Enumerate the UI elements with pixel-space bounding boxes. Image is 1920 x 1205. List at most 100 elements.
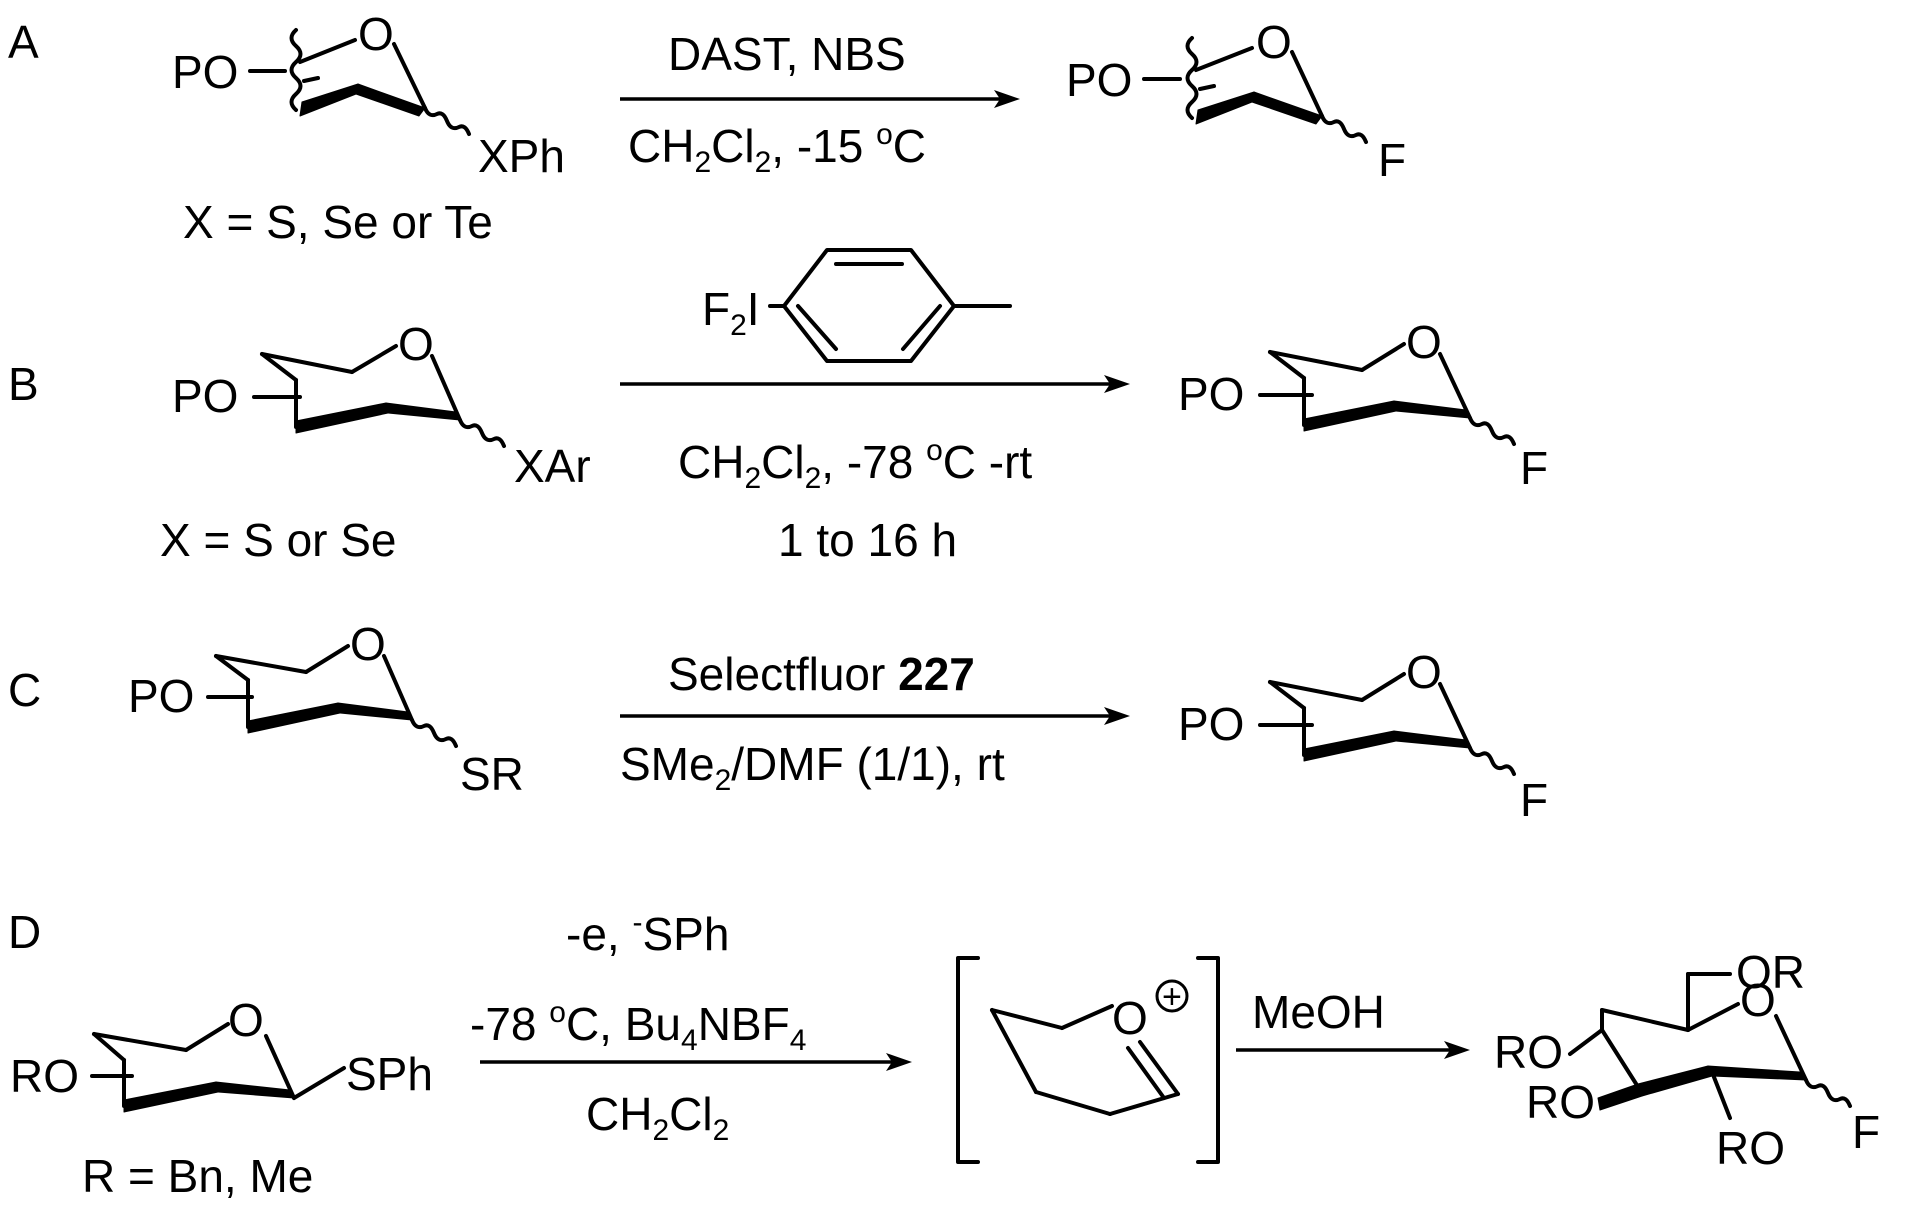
reagent-d-line1: -e, -SPh	[566, 906, 729, 960]
row-label-d: D	[8, 906, 41, 958]
intermediate-bond-o-c1-a	[1138, 1040, 1180, 1096]
substrate-d-wedge-c2	[215, 1081, 295, 1099]
product-d: OR O RO RO RO F	[1494, 946, 1880, 1174]
product-d-or6: OR	[1736, 946, 1805, 998]
substrate-d-wedge-c3	[123, 1081, 219, 1113]
benzene-double-bond-2	[901, 304, 942, 351]
row-a: A PO O XPh X = S, Se or Te DAST, NBS CH2…	[8, 8, 1406, 248]
product-a: PO O F	[1066, 16, 1406, 186]
product-d-bond-o-c1	[1774, 1014, 1808, 1082]
product-b-wavy-bond	[1468, 416, 1516, 446]
arrow-a: DAST, NBS CH2Cl2, -15 oC	[620, 28, 1020, 179]
arrow-d2: MeOH	[1236, 986, 1470, 1059]
product-b: PO O F	[1178, 316, 1548, 494]
substrate-a-note: X = S, Se or Te	[183, 196, 493, 248]
substrate-c-bond-c5-c6	[214, 654, 308, 674]
row-d: D RO O SPh R = Bn, Me -e, -SPh -78 oC, B…	[8, 906, 1880, 1202]
intermediate-bond-c2-c1	[1108, 1092, 1180, 1116]
arrow-b-head	[1104, 375, 1130, 393]
substrate-a-po: PO	[172, 46, 238, 98]
intermediate-bond-c3-c2	[1034, 1090, 1112, 1116]
product-a-wavy-cut	[1185, 36, 1199, 120]
substrate-a: PO O XPh X = S, Se or Te	[172, 8, 565, 248]
substrate-a-bond-c5-o	[298, 38, 357, 64]
product-c-po: PO	[1178, 698, 1244, 750]
product-d-ring-oxygen: O	[1740, 974, 1776, 1026]
reagent-b-f2i: F2I	[702, 283, 760, 342]
substrate-c-bond-c4-c5-a	[214, 654, 250, 682]
product-a-fluorine: F	[1378, 134, 1406, 186]
substrate-a-wavy-bond	[423, 106, 471, 136]
substrate-c-wavy-bond	[410, 718, 458, 748]
reagent-d-line3: CH2Cl2	[586, 1088, 729, 1147]
product-b-ring-oxygen: O	[1406, 316, 1442, 368]
substrate-b-bond-c5-o	[350, 344, 398, 374]
substrate-d-leaving-group: SPh	[346, 1048, 433, 1100]
substrate-d-note: R = Bn, Me	[82, 1150, 313, 1202]
substrate-d-ring-oxygen: O	[228, 994, 264, 1046]
reagent-d-line2: -78 oC, Bu4NBF4	[470, 996, 806, 1057]
arrow-b: F2I CH2Cl2, -78 oC -rt 1 to 16 h	[620, 248, 1130, 566]
reagent-c-line2: SMe2/DMF (1/1), rt	[620, 738, 1005, 797]
intermediate-bond-c4-c3	[990, 1008, 1038, 1094]
product-a-wedge-c3	[1195, 91, 1255, 125]
intermediate-bond-o-c1-b	[1126, 1046, 1166, 1100]
product-c-bond-o-c1	[1438, 682, 1472, 750]
substrate-d-bond-o-c1	[264, 1034, 296, 1100]
product-d-or4: RO	[1494, 1026, 1563, 1078]
product-b-po: PO	[1178, 368, 1244, 420]
substrate-b-wedge-c2	[385, 402, 461, 421]
product-a-bond-c5-o	[1194, 46, 1254, 72]
reagent-a-line1: DAST, NBS	[668, 28, 906, 80]
substrate-b-wedge-c3	[295, 402, 389, 434]
reagent-c-line1: Selectfluor 227	[668, 648, 975, 700]
bracket-right	[1196, 956, 1220, 1164]
substrate-a-bond-o-c1	[392, 42, 427, 110]
substrate-a-leaving-group: XPh	[478, 130, 565, 182]
intermediate-charge-circle	[1155, 979, 1189, 1013]
arrow-c: Selectfluor 227 SMe2/DMF (1/1), rt	[620, 648, 1130, 797]
benzene-double-bond-3	[796, 304, 838, 351]
substrate-a-tick	[302, 76, 320, 83]
arrow-d2-head	[1444, 1041, 1470, 1059]
product-c-ring-oxygen: O	[1406, 646, 1442, 698]
substrate-b: PO O XAr X = S or Se	[160, 318, 591, 566]
product-d-wavy-bond	[1804, 1078, 1852, 1108]
product-d-bond-c4-o	[1568, 1028, 1604, 1056]
product-b-fluorine: F	[1520, 442, 1548, 494]
substrate-a-wavy-cut	[289, 28, 303, 112]
intermediate-ring-oxygen: O	[1112, 992, 1148, 1044]
product-c-wavy-bond	[1468, 746, 1516, 776]
substrate-b-wavy-bond	[458, 418, 506, 448]
product-c-bond-c5-c6	[1268, 680, 1364, 702]
substrate-b-leaving-group: XAr	[514, 440, 591, 492]
intermediate-bond-c5-c6	[990, 1008, 1064, 1030]
reagent-b-line2: CH2Cl2, -78 oC -rt	[678, 434, 1032, 495]
substrate-d-bond-c5-o	[184, 1022, 230, 1052]
product-c-bond-c5-o	[1360, 672, 1406, 702]
product-b-bond-o-c1	[1438, 352, 1472, 420]
product-c-wedge-c2	[1393, 730, 1471, 749]
substrate-c-po: PO	[128, 670, 194, 722]
row-b: B PO O XAr X = S or Se F2I	[8, 248, 1548, 566]
product-c-bond-c4-c5-a	[1268, 680, 1306, 710]
product-c-fluorine: F	[1520, 774, 1548, 826]
bracket-left	[956, 956, 980, 1164]
substrate-d-bond-c5-c6	[92, 1032, 188, 1052]
substrate-b-bond-c5-c6	[260, 352, 354, 374]
intermediate-oxocarbenium: O +	[956, 956, 1220, 1164]
product-a-bond-o-c1	[1290, 50, 1324, 118]
row-c: C PO O SR Selectfluor 227 SMe2/DMF (1/1)…	[8, 618, 1548, 826]
reagent-b-line3: 1 to 16 h	[778, 514, 957, 566]
reagent-d-step2: MeOH	[1252, 986, 1385, 1038]
substrate-a-ring-oxygen: O	[358, 8, 394, 60]
product-b-bond-c4-c5-a	[1268, 350, 1306, 380]
product-a-ring-oxygen: O	[1256, 16, 1292, 68]
product-b-wedge-c2	[1393, 400, 1471, 419]
substrate-c-ring-oxygen: O	[350, 618, 386, 670]
product-d-bond-c2-o	[1710, 1070, 1732, 1120]
product-b-bond-c5-c6	[1268, 350, 1364, 372]
substrate-a-wedge-c3	[299, 83, 359, 117]
substrate-b-bond-o-c1	[430, 354, 462, 422]
